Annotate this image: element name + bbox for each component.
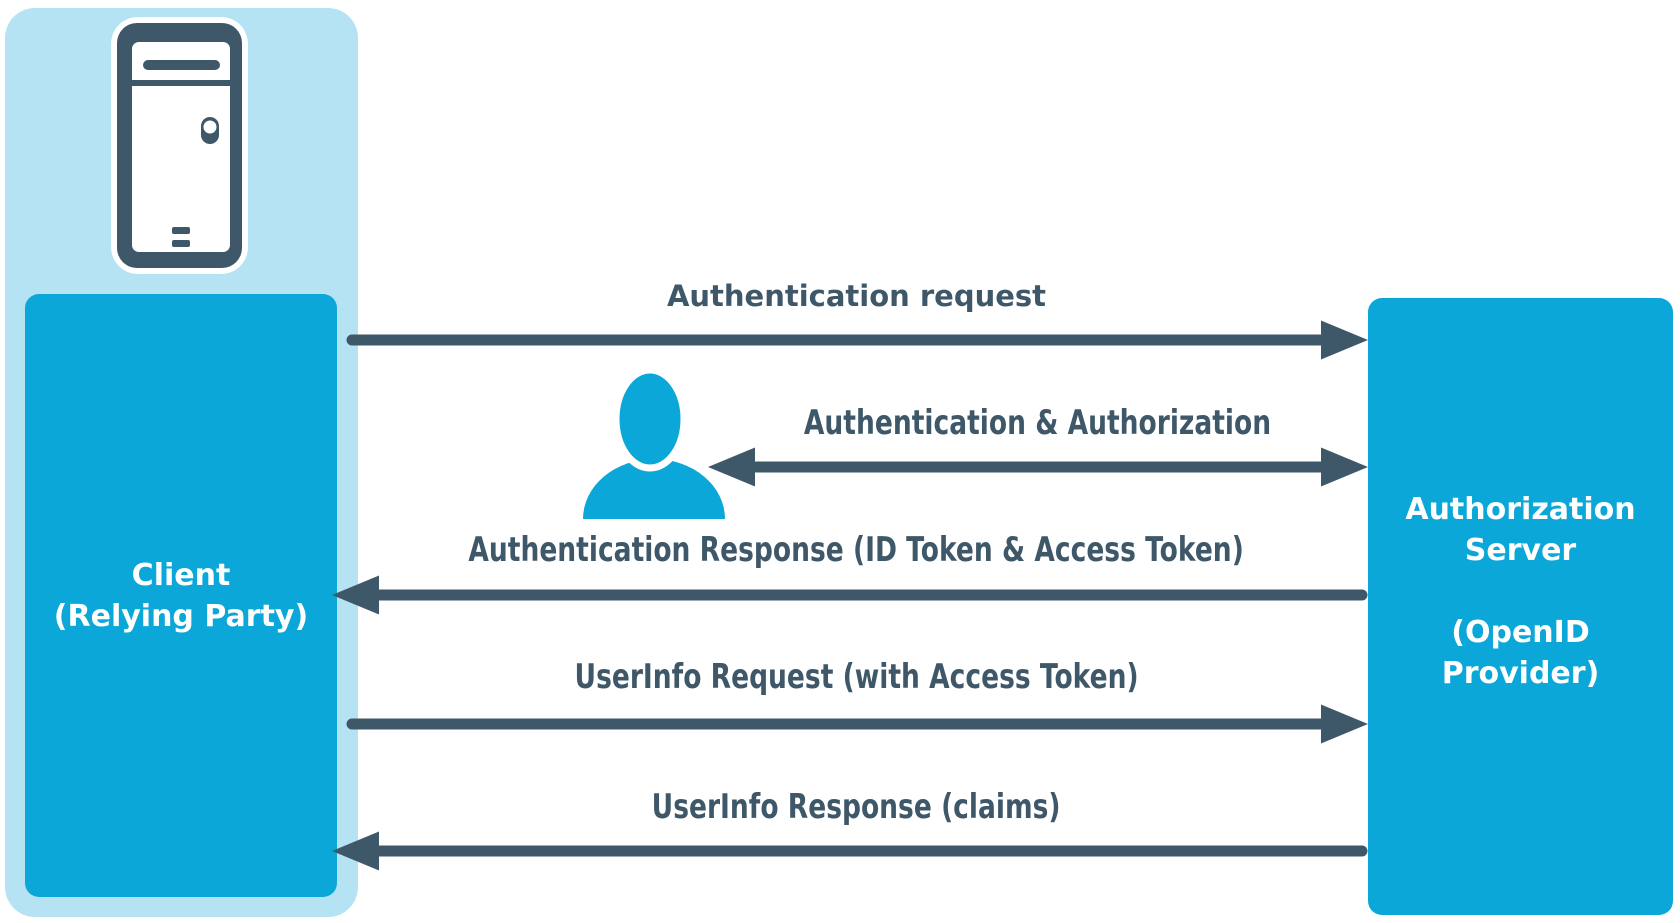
flow-label-userinfo-response: UserInfo Response (claims): [652, 787, 1061, 827]
flow-label-userinfo-request: UserInfo Request (with Access Token): [574, 657, 1139, 697]
userinfo-request-arrow: [346, 704, 1368, 744]
client-label-line2: (Relying Party): [53, 598, 309, 634]
server-label-line2: Server: [1464, 533, 1577, 568]
flow-label-auth-and-authz: Authentication & Authorization: [804, 403, 1272, 443]
server-label-line4: Provider): [1441, 656, 1600, 691]
computer-tower-icon: [111, 17, 248, 274]
client-box: Client (Relying Party): [25, 294, 337, 897]
server-label-line3: (OpenID: [1451, 615, 1590, 650]
auth-response-arrow: [332, 575, 1368, 615]
auth-and-authz-arrow: [708, 447, 1368, 487]
server-label-line1: Authorization: [1405, 492, 1636, 527]
flow-label-auth-request: Authentication request: [666, 279, 1047, 313]
authorization-server-box: Authorization Server (OpenID Provider): [1368, 298, 1673, 915]
flow-label-auth-response: Authentication Response (ID Token & Acce…: [468, 530, 1245, 570]
client-label-line1: Client: [131, 557, 231, 593]
user-icon: [583, 366, 725, 519]
auth-request-arrow: [346, 320, 1368, 360]
userinfo-response-arrow: [332, 831, 1368, 871]
